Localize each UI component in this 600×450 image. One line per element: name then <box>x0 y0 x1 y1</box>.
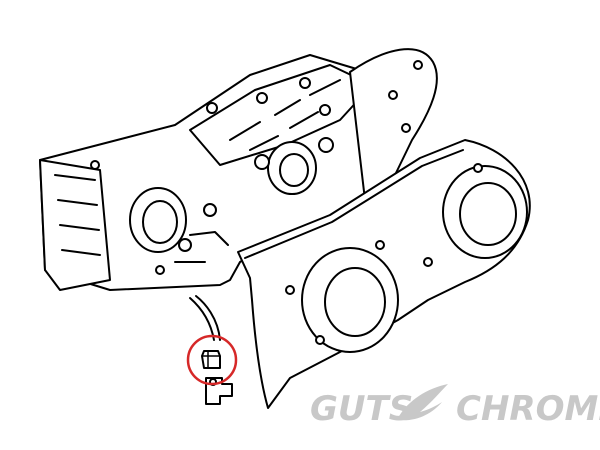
cover-screw-2 <box>423 257 433 267</box>
tappet-hole-2 <box>318 137 334 153</box>
bolt-boss-4 <box>90 160 100 170</box>
oil-passage-detail <box>174 231 229 263</box>
bolt-boss-2 <box>203 203 217 217</box>
feather-icon <box>398 384 448 421</box>
engine-crankcase <box>39 48 438 291</box>
watermark-right-text: CHROME <box>456 389 600 429</box>
timing-cover-plate <box>349 48 438 201</box>
engine-sprocket-hole <box>324 267 386 337</box>
cover-screw-4 <box>285 285 295 295</box>
crank-bore-inner <box>142 200 178 244</box>
primary-cover <box>237 139 531 409</box>
highlight-circle <box>186 334 238 386</box>
front-mount-detail <box>54 174 101 256</box>
clutch-inspection-hole <box>459 182 517 246</box>
stud-hole-3 <box>299 77 311 89</box>
timing-cover-screw-2 <box>388 90 398 100</box>
cover-screw-5 <box>375 240 385 250</box>
watermark-left-text: GUTS <box>310 389 413 429</box>
tappet-hole-1 <box>254 154 270 170</box>
timing-cover-screw-3 <box>401 123 411 133</box>
timing-cover-screw-1 <box>413 60 423 70</box>
stud-hole-4 <box>319 104 331 116</box>
fitting-part <box>201 350 221 369</box>
bolt-boss-1 <box>178 238 192 252</box>
bolt-boss-3 <box>155 265 165 275</box>
watermark: GUTS CHROME <box>310 384 600 429</box>
stud-hole-2 <box>256 92 268 104</box>
front-mount-bracket <box>39 159 111 291</box>
oil-hose <box>189 295 221 341</box>
cover-screw-1 <box>473 163 483 173</box>
cover-screw-3 <box>315 335 325 345</box>
cylinder-deck-studs <box>229 79 341 151</box>
primary-cover-edge <box>244 149 464 259</box>
stud-hole-1 <box>206 102 218 114</box>
cam-bore-inner <box>279 153 309 187</box>
highlighted-fitting <box>186 334 238 386</box>
fitting-part-detail <box>202 351 220 368</box>
